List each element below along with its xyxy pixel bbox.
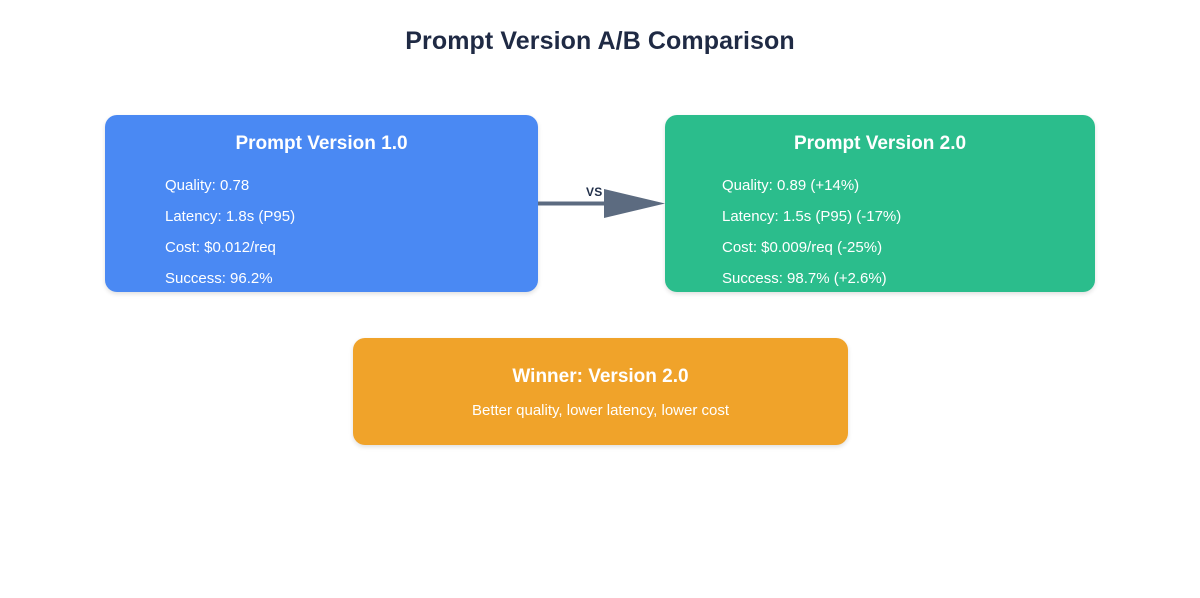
comparison-connector: VS (538, 178, 668, 228)
metric-quality: Quality: 0.78 (165, 177, 250, 194)
variant-b-title: Prompt Version 2.0 (793, 133, 967, 154)
variant-a-metrics: Quality: 0.78 Latency: 1.8s (P95) Cost: … (105, 170, 538, 292)
winner-card[interactable]: Winner: Version 2.0 Better quality, lowe… (353, 338, 848, 445)
vs-label: VS (586, 185, 603, 199)
metric-latency: Latency: 1.8s (P95) (165, 208, 296, 225)
metric-success: Success: 96.2% (165, 270, 273, 287)
winner-title: Winner: Version 2.0 (512, 366, 689, 387)
arrow-right-icon (538, 189, 665, 218)
page-title: Prompt Version A/B Comparison (405, 27, 795, 55)
metric-latency: Latency: 1.5s (P95) (-17%) (722, 208, 902, 225)
winner-subtitle: Better quality, lower latency, lower cos… (471, 402, 730, 419)
variant-a-title: Prompt Version 1.0 (235, 133, 408, 154)
variant-b-metrics: Quality: 0.89 (+14%) Latency: 1.5s (P95)… (665, 170, 1095, 292)
variant-b-card[interactable]: Prompt Version 2.0 Quality: 0.89 (+14%) … (665, 115, 1095, 292)
metric-cost: Cost: $0.009/req (-25%) (722, 239, 883, 256)
metric-success: Success: 98.7% (+2.6%) (722, 270, 887, 287)
variant-a-card[interactable]: Prompt Version 1.0 Quality: 0.78 Latency… (105, 115, 538, 292)
metric-quality: Quality: 0.89 (+14%) (722, 177, 860, 194)
metric-cost: Cost: $0.012/req (165, 239, 276, 256)
